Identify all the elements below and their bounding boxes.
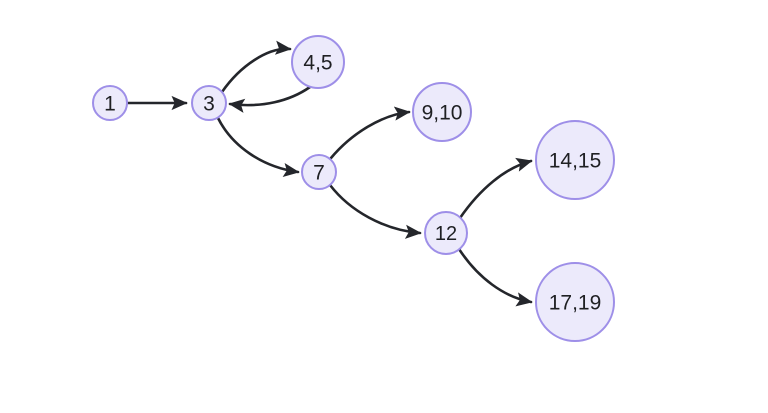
node-3-circle[interactable] [191, 85, 227, 121]
edge-3-to-7 [216, 116, 300, 178]
node-12-circle[interactable] [424, 211, 468, 255]
edge-layer [126, 40, 533, 307]
edge-4-5-to-3 [228, 85, 312, 113]
edge-12-to-14-15 [458, 157, 533, 220]
node-9-10-circle[interactable] [412, 82, 472, 142]
node-14-15[interactable]: 14,15 [535, 120, 615, 200]
node-7-circle[interactable] [301, 154, 337, 190]
node-4-5-circle[interactable] [291, 35, 345, 89]
node-4-5[interactable]: 4,5 [291, 35, 345, 89]
node-12-label: 12 [435, 223, 457, 245]
edge-7-to-9-10 [329, 106, 411, 160]
node-14-15-circle[interactable] [535, 120, 615, 200]
node-17-19-circle[interactable] [535, 262, 615, 342]
node-12[interactable]: 12 [424, 211, 468, 255]
node-9-10[interactable]: 9,10 [412, 82, 472, 142]
node-1-label: 1 [104, 93, 116, 116]
node-17-19[interactable]: 17,19 [535, 262, 615, 342]
edge-7-to-12 [328, 183, 422, 239]
node-layer: 1 3 4,5 7 9,10 12 [92, 35, 615, 342]
node-4-5-label: 4,5 [303, 52, 332, 75]
node-3-label: 3 [203, 93, 215, 116]
node-14-15-label: 14,15 [549, 150, 602, 173]
edge-12-to-17-19 [457, 247, 533, 307]
node-7-label: 7 [313, 162, 325, 185]
node-1-circle[interactable] [92, 85, 128, 121]
node-7[interactable]: 7 [301, 154, 337, 190]
node-17-19-label: 17,19 [549, 292, 602, 315]
node-3[interactable]: 3 [191, 85, 227, 121]
edge-3-to-4-5 [220, 40, 292, 94]
node-9-10-label: 9,10 [422, 102, 463, 125]
node-1[interactable]: 1 [92, 85, 128, 121]
